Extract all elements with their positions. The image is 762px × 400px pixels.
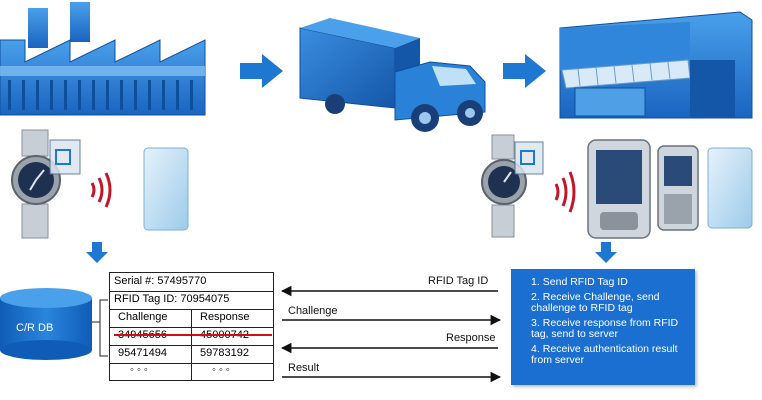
- table-row-ellipsis: ◦ ◦ ◦ ◦ ◦ ◦: [110, 363, 273, 381]
- step-2: 2.Receive Challenge, send challenge to R…: [531, 290, 660, 314]
- truck-icon: [299, 18, 486, 132]
- serial-number: Serial #: 57495770: [114, 275, 207, 287]
- response-value: 59783192: [200, 347, 249, 359]
- step-4: 4.Receive authentication result from ser…: [531, 342, 678, 366]
- phone-icon: [657, 145, 699, 231]
- rfid-signal-left: [90, 172, 112, 208]
- reader-steps-panel: 1.Send RFID Tag ID 2.Receive Challenge, …: [511, 269, 695, 385]
- label-challenge: Challenge: [288, 305, 338, 317]
- rfid-card-icon: [143, 147, 189, 231]
- label-result: Result: [288, 362, 320, 374]
- label-response: Response: [446, 332, 496, 344]
- step-1: 1.Send RFID Tag ID: [531, 276, 628, 288]
- database-icon: [0, 288, 92, 360]
- ellipsis: ◦ ◦ ◦: [212, 364, 230, 376]
- column-divider: [191, 309, 192, 380]
- table-db-connector-2: [99, 322, 108, 357]
- column-challenge: Challenge: [118, 311, 168, 323]
- label-tag-id: RFID Tag ID: [428, 275, 489, 287]
- challenge-value: 95471494: [118, 347, 167, 359]
- table-row: 95471494 59783192: [110, 345, 273, 364]
- tag-id: RFID Tag ID: 70954075: [114, 293, 230, 305]
- table-db-connector: [92, 299, 108, 323]
- used-pair-strikethrough: [114, 334, 272, 336]
- cr-record-table: Serial #: 57495770 RFID Tag ID: 70954075…: [109, 272, 274, 381]
- pda-icon: [587, 139, 651, 239]
- down-arrow-left: [86, 242, 108, 263]
- column-response: Response: [200, 311, 250, 323]
- down-arrow-right: [595, 242, 617, 263]
- rfid-signal-right: [554, 171, 576, 213]
- serial-row: Serial #: 57495770: [110, 273, 273, 292]
- db-label: C/R DB: [16, 322, 54, 334]
- ellipsis: ◦ ◦ ◦: [130, 364, 148, 376]
- step-3: 3.Receive response from RFID tag, send t…: [531, 316, 679, 340]
- watch-icon: [11, 129, 81, 239]
- store-icon: [559, 11, 753, 119]
- rfid-card-icon-store: [707, 147, 753, 229]
- flow-arrow-2: [503, 54, 546, 88]
- watch-icon-store: [481, 134, 544, 238]
- factory-icon: [0, 2, 206, 116]
- tag-id-row: RFID Tag ID: 70954075: [110, 291, 273, 310]
- flow-arrow-1: [240, 54, 283, 88]
